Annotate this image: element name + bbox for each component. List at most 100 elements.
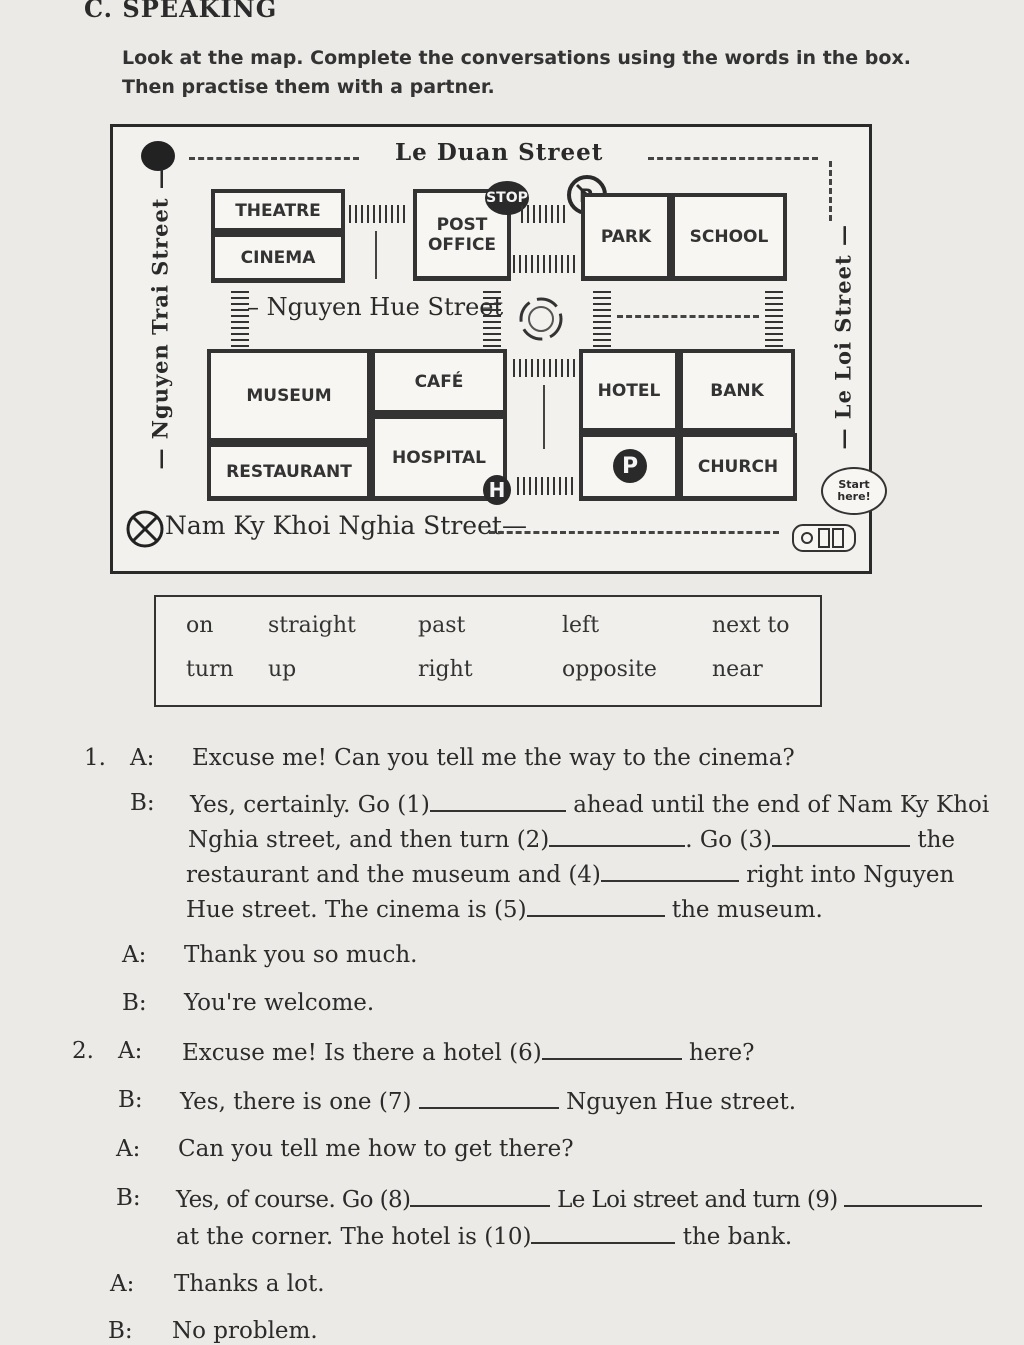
word-turn: turn [186, 657, 234, 682]
word-up: up [268, 657, 297, 682]
dialogue-line: Yes, of course. Go (8) Le Loi street and… [176, 1185, 983, 1213]
crosswalk [593, 291, 611, 347]
street-line [617, 315, 759, 318]
crosswalk [517, 477, 575, 495]
word-on: on [186, 613, 214, 638]
street-line [829, 161, 832, 221]
street-nguyen-trai: — Nguyen Trai Street — [147, 167, 173, 470]
stop-sign-icon: STOP [485, 181, 529, 215]
crosswalk [513, 255, 575, 273]
answer-blank-4[interactable] [600, 860, 739, 882]
speaker-a: A: [118, 1038, 143, 1064]
instruction-text: Look at the map. Complete the conversati… [122, 47, 911, 98]
street-map: Le Duan Street — Nguyen Trai Street — — … [110, 124, 887, 574]
no-entry-sign-icon [141, 141, 175, 171]
crosswalk [765, 291, 783, 347]
word-box: on straight past left next to turn up ri… [154, 595, 822, 707]
dialogue-line: Yes, certainly. Go (1) ahead until the e… [190, 790, 989, 818]
word-next-to: next to [712, 613, 790, 638]
lane-line [375, 231, 377, 279]
answer-blank-10[interactable] [531, 1222, 676, 1244]
lane-line [543, 385, 545, 449]
street-nguyen-hue: – Nguyen Hue Street [247, 293, 504, 321]
dialogue-line: Excuse me! Can you tell me the way to th… [192, 745, 795, 771]
dialogue-line: Yes, there is one (7) Nguyen Hue street. [180, 1087, 796, 1115]
dialogue-line: Thanks a lot. [174, 1271, 325, 1297]
answer-blank-7[interactable] [418, 1087, 559, 1109]
dialogue-text: restaurant and the museum and (4) [186, 862, 601, 888]
speaker-b: B: [118, 1087, 143, 1113]
street-le-loi: — Le Loi Street — [830, 224, 856, 450]
speaker-a: A: [116, 1136, 141, 1162]
speaker-b: B: [116, 1185, 141, 1211]
word-left: left [562, 613, 600, 638]
dialogue-text: Hue street. The cinema is (5) [186, 897, 527, 923]
street-line [489, 531, 779, 534]
start-speech-bubble: Start here! [821, 467, 887, 515]
dialogue-text: Yes, certainly. Go (1) [190, 792, 430, 818]
dialogue-text: Nghia street, and then turn (2) [188, 827, 550, 853]
parking-sign-icon: P [613, 449, 647, 483]
dialogue-text: . Go (3) [685, 827, 773, 853]
speaker-b: B: [130, 790, 155, 816]
crosswalk [513, 359, 575, 377]
dialogue-line: You're welcome. [184, 990, 375, 1016]
hospital-sign-icon: H [483, 475, 511, 505]
word-straight: straight [268, 613, 356, 638]
building-bank: BANK [679, 349, 795, 433]
building-hotel: HOTEL [579, 349, 679, 433]
dialogue-text: right into Nguyen [746, 862, 955, 888]
answer-blank-6[interactable] [541, 1038, 682, 1060]
word-near: near [712, 657, 763, 682]
dialogue-text: Le Loi street and turn (9) [557, 1187, 838, 1213]
building-cinema: CINEMA [211, 233, 345, 283]
answer-blank-3[interactable] [772, 825, 911, 847]
start-label: Start here! [837, 478, 871, 503]
dialogue-text: the [917, 827, 955, 853]
conversation-1-number: 1. [84, 745, 106, 771]
building-cafe: CAFÉ [371, 349, 507, 415]
street-le-duan: Le Duan Street [395, 139, 604, 166]
answer-blank-2[interactable] [549, 825, 686, 847]
dialogue-text: ahead until the end of Nam Ky Khoi [573, 792, 990, 818]
crosswalk [521, 205, 569, 223]
roundabout-icon [513, 293, 569, 345]
conversation-2-number: 2. [72, 1038, 94, 1064]
building-school: SCHOOL [671, 193, 787, 281]
dialogue-text: at the corner. The hotel is (10) [176, 1224, 532, 1250]
building-hospital: HOSPITAL [371, 415, 507, 501]
dialogue-text: the museum. [671, 897, 823, 923]
crosswalk [231, 291, 249, 347]
no-entry-cross-icon [125, 509, 165, 549]
speaker-b: B: [122, 990, 147, 1016]
dialogue-text: here? [689, 1040, 755, 1066]
word-right: right [418, 657, 473, 682]
dialogue-line: No problem. [172, 1318, 318, 1344]
dialogue-text: the bank. [682, 1224, 793, 1250]
building-theatre: THEATRE [211, 189, 345, 233]
answer-blank-5[interactable] [526, 895, 665, 917]
speaker-a: A: [110, 1271, 135, 1297]
dialogue-text: Yes, of course. Go (8) [176, 1187, 411, 1213]
car-icon [789, 519, 861, 557]
building-church: CHURCH [679, 433, 797, 501]
word-past: past [418, 613, 466, 638]
dialogue-line: Nghia street, and then turn (2). Go (3) … [188, 825, 955, 853]
building-restaurant: RESTAURANT [207, 443, 371, 501]
answer-blank-1[interactable] [429, 790, 566, 812]
dialogue-text: Nguyen Hue street. [566, 1089, 797, 1115]
dialogue-line: at the corner. The hotel is (10) the ban… [176, 1222, 792, 1250]
dialogue-line: restaurant and the museum and (4) right … [186, 860, 954, 888]
section-title: C. SPEAKING [84, 0, 278, 23]
building-museum: MUSEUM [207, 349, 371, 443]
crosswalk [483, 291, 501, 347]
answer-blank-9[interactable] [844, 1185, 983, 1207]
dialogue-text: Excuse me! Is there a hotel (6) [182, 1040, 542, 1066]
dialogue-line: Thank you so much. [184, 942, 418, 968]
street-line [189, 157, 359, 160]
answer-blank-8[interactable] [410, 1185, 551, 1207]
speaker-b: B: [108, 1318, 133, 1344]
dialogue-line: Can you tell me how to get there? [178, 1136, 574, 1162]
building-park: PARK [581, 193, 671, 281]
dialogue-text: Yes, there is one (7) [180, 1089, 412, 1115]
